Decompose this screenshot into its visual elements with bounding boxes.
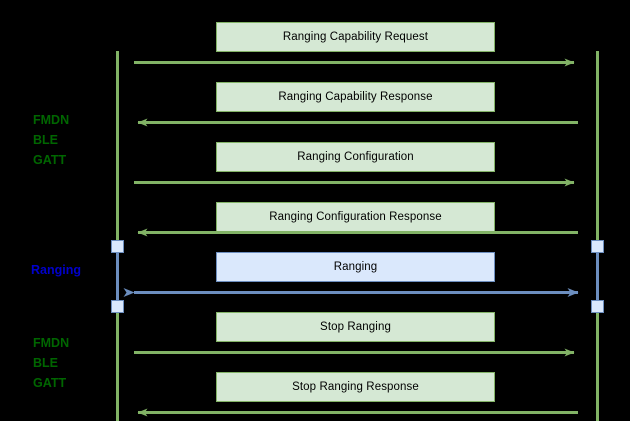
phase-label-ranging: Ranging — [31, 263, 81, 277]
message-box-2[interactable]: Ranging Capability Response — [216, 82, 495, 112]
message-box-5[interactable]: Ranging — [216, 252, 495, 282]
activation-handle-right-top[interactable] — [591, 240, 604, 253]
phase-label-fmdn-bottom: FMDN BLE GATT — [33, 336, 70, 390]
message-box-6[interactable]: Stop Ranging — [216, 312, 495, 342]
activation-handle-left-bottom[interactable] — [111, 300, 124, 313]
message-box-4[interactable]: Ranging Configuration Response — [216, 202, 495, 232]
message-box-3[interactable]: Ranging Configuration — [216, 142, 495, 172]
activation-line-right — [596, 246, 599, 306]
activation-handle-right-bottom[interactable] — [591, 300, 604, 313]
activation-line-left — [116, 246, 119, 306]
lifeline-left — [116, 51, 119, 421]
lifeline-right — [596, 51, 599, 421]
message-box-7[interactable]: Stop Ranging Response — [216, 372, 495, 402]
message-box-1[interactable]: Ranging Capability Request — [216, 22, 495, 52]
phase-label-fmdn-top: FMDN BLE GATT — [33, 113, 70, 167]
activation-handle-left-top[interactable] — [111, 240, 124, 253]
